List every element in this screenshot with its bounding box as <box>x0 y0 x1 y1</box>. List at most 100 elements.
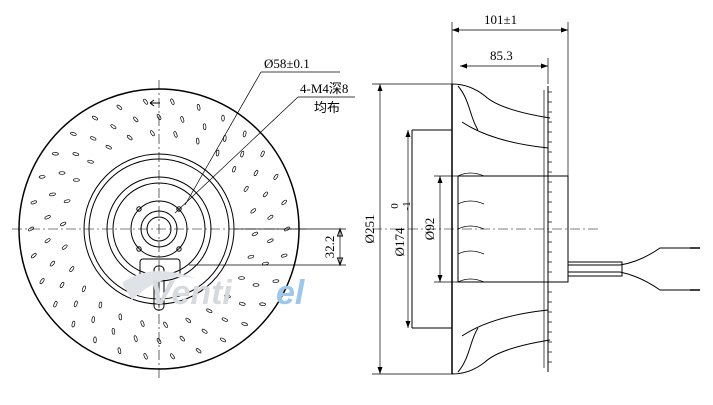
blade-slot <box>252 283 260 287</box>
blade-slot <box>163 321 168 328</box>
blade-slot <box>52 152 59 156</box>
blade-slot <box>242 130 247 138</box>
blade-slot <box>196 104 201 111</box>
blade-slot <box>223 135 227 142</box>
blade-slot <box>221 317 228 322</box>
blade-slot <box>133 116 139 123</box>
side-view: 101±1 85.3 Ø251 Ø174 0 -1 Ø92 <box>362 12 700 375</box>
blade-slot <box>59 281 65 289</box>
hub-diameter-label: Ø58±0.1 <box>264 56 310 71</box>
blade-slot <box>140 320 145 327</box>
blade-slots <box>27 98 291 360</box>
blade-slot <box>49 192 56 197</box>
ring-tol-upper: 0 <box>389 203 401 209</box>
blade-slot <box>90 136 97 141</box>
blade-slot <box>179 335 185 342</box>
blade-slot <box>156 113 162 121</box>
blade-slot <box>69 266 75 273</box>
blade-slot <box>63 199 71 203</box>
blade-slot <box>185 317 192 323</box>
blade-slot <box>180 116 185 123</box>
blade-slot <box>240 150 245 158</box>
blade-slot <box>118 313 122 321</box>
ring-tol-lower: -1 <box>401 201 413 210</box>
blade-slot <box>91 115 99 121</box>
blade-slot <box>238 302 246 306</box>
blade-slot <box>206 308 213 313</box>
blade-slot <box>273 174 279 180</box>
blade-slot <box>202 123 207 131</box>
side-blade-curve <box>457 278 485 283</box>
thread-label: 4-M4深8 <box>300 81 348 96</box>
blade-slot <box>243 185 249 192</box>
thread-label-2: 均布 <box>314 100 340 115</box>
mount-hole <box>136 206 142 212</box>
blade-slot <box>253 169 259 177</box>
blade-slot <box>260 150 265 157</box>
blade-slot <box>219 337 227 343</box>
blade-slot <box>71 320 76 328</box>
watermark: Venti el <box>122 271 306 312</box>
blade-slot <box>117 347 122 354</box>
blade-slot <box>215 149 220 157</box>
blade-slot <box>238 276 245 280</box>
rotation-arrow-icon <box>149 99 160 107</box>
blade-slot <box>133 335 138 342</box>
mount-hole <box>176 206 182 212</box>
blade-slot <box>126 135 133 141</box>
blade-slot <box>250 208 257 214</box>
blade-slot <box>143 353 148 360</box>
blade-slot <box>221 114 225 122</box>
blade-slot <box>70 132 77 136</box>
blade-slot <box>150 130 155 137</box>
cable-sleeve <box>567 261 623 277</box>
cable <box>568 247 700 266</box>
blade-slot <box>58 171 66 175</box>
blade-slot <box>283 226 291 232</box>
blade-slot <box>73 300 78 308</box>
blade-slot <box>81 285 86 292</box>
side-blade-curve <box>457 200 485 205</box>
side-blade-curve <box>457 250 485 255</box>
blade-slot <box>267 214 274 220</box>
blade-slot <box>232 166 237 173</box>
leader-hub-diameter <box>184 71 262 206</box>
blade-slot <box>224 294 231 299</box>
blade-slot <box>31 253 37 259</box>
motor-diameter-label: Ø92 <box>422 218 437 240</box>
blade-slot <box>111 327 116 335</box>
overall-width-label: 101±1 <box>484 12 517 27</box>
blade-slot <box>259 302 266 306</box>
blade-slot <box>87 159 94 164</box>
blade-slot <box>110 124 117 130</box>
blade-slot <box>169 353 175 360</box>
outer-diameter-label: Ø251 <box>362 215 377 244</box>
blade-slot <box>49 260 56 267</box>
side-blade-curve <box>457 172 485 177</box>
blade-slot <box>201 328 208 334</box>
blade-slot <box>156 337 162 345</box>
blade-slot <box>241 322 248 326</box>
body-width-label: 85.3 <box>490 48 513 63</box>
blade-slot <box>251 231 258 237</box>
blade-slot <box>72 152 80 156</box>
blade-slot <box>196 137 200 145</box>
blade-slot <box>272 279 280 283</box>
watermark-text-2: el <box>276 274 306 312</box>
blade-slot <box>93 336 97 344</box>
blade-slot <box>195 348 202 354</box>
blade-slot <box>39 278 45 284</box>
blade-slot <box>116 104 123 110</box>
blade-slot <box>143 98 149 105</box>
blade-slot <box>105 145 112 150</box>
blade-slot <box>61 244 68 250</box>
blade-slot <box>73 178 80 182</box>
side-blades <box>457 91 552 363</box>
watermark-swoosh-icon <box>122 271 196 300</box>
blade-slot <box>53 301 58 308</box>
offset-dim-label: 32.2 <box>322 236 337 259</box>
blade-slot <box>27 226 35 232</box>
blade-slot <box>60 221 67 227</box>
leader-thread <box>174 96 299 214</box>
